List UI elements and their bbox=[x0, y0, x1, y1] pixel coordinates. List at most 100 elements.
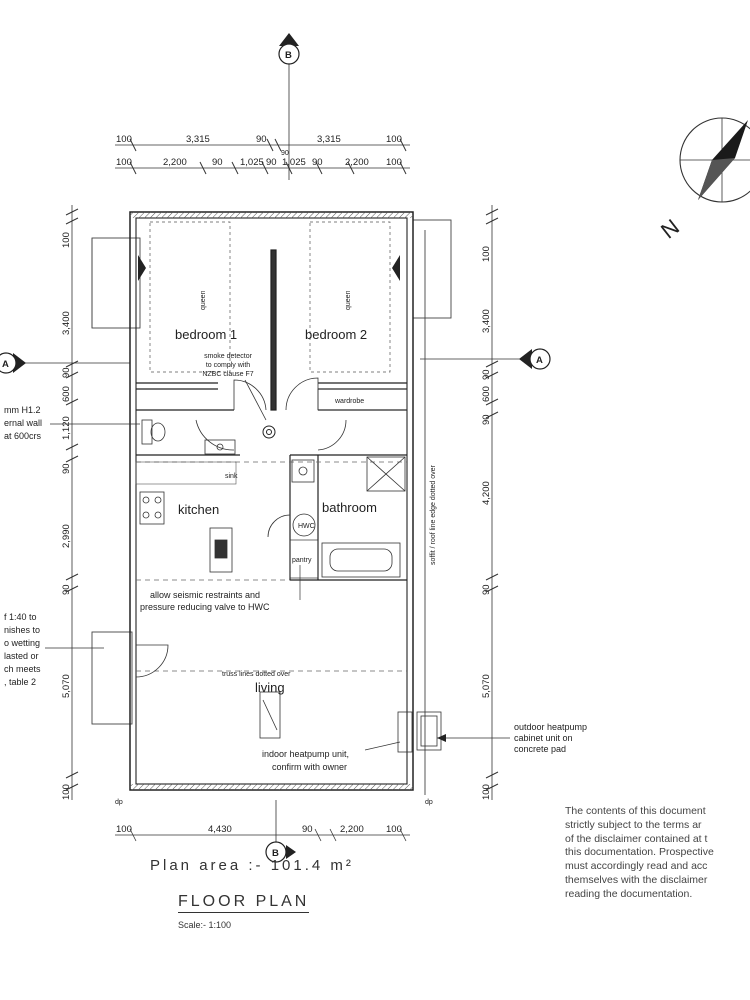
disclaimer-line: reading the documentation. bbox=[565, 887, 693, 900]
floor-fall-note: f 1:40 to nishes to o wetting lasted or … bbox=[4, 612, 104, 687]
dim-label: 100 bbox=[116, 157, 132, 168]
dim-label: 100 bbox=[386, 824, 402, 835]
svg-text:concrete pad: concrete pad bbox=[514, 744, 566, 754]
dim-label: 90 bbox=[266, 157, 277, 168]
kitchen-island bbox=[209, 527, 233, 573]
room-label-bedroom-1: bedroom 1 bbox=[175, 327, 237, 342]
dim-label: 1,025 bbox=[282, 157, 306, 168]
hwc-cylinder bbox=[292, 513, 316, 537]
dim-label: 90 bbox=[212, 157, 223, 168]
dim-label: 2,990 bbox=[61, 524, 72, 548]
dim-label: 3,400 bbox=[481, 309, 492, 333]
pantry bbox=[289, 539, 319, 579]
section-marker-a-right: A bbox=[519, 348, 551, 370]
section-label: B bbox=[272, 848, 279, 859]
interior-walls bbox=[136, 249, 407, 581]
dim-label: 100 bbox=[481, 246, 492, 262]
svg-text:o wetting: o wetting bbox=[4, 638, 40, 648]
svg-text:indoor heatpump unit,: indoor heatpump unit, bbox=[262, 749, 349, 759]
section-label: A bbox=[536, 355, 543, 366]
sink-label: sink bbox=[225, 473, 238, 480]
dim-label: 90 bbox=[61, 463, 72, 474]
dim-label: 100 bbox=[386, 134, 402, 145]
room-label-living: living bbox=[255, 680, 285, 695]
north-arrow-icon: N bbox=[656, 117, 750, 244]
dim-label: 90 bbox=[481, 414, 492, 425]
drawing-scale: Scale:- 1:100 bbox=[178, 920, 232, 930]
bathtub-icon bbox=[321, 542, 401, 578]
disclaimer-line: must accordingly read and acc bbox=[565, 860, 708, 873]
downpipe-label: dp bbox=[115, 799, 123, 806]
window-markers bbox=[138, 255, 400, 281]
svg-text:allow seismic restraints and: allow seismic restraints and bbox=[150, 590, 260, 600]
outdoor-heatpump-unit bbox=[397, 711, 442, 753]
svg-text:f 1:40 to: f 1:40 to bbox=[4, 612, 37, 622]
dim-label: 1,120 bbox=[61, 416, 72, 440]
door-swings bbox=[135, 377, 347, 678]
roof-outline bbox=[91, 219, 452, 795]
bed-label: queen bbox=[200, 290, 207, 310]
dim-label: 4,200 bbox=[481, 481, 492, 505]
svg-text:NZBC clause F7: NZBC clause F7 bbox=[202, 371, 253, 378]
plan-area: Plan area :- 101.4 m² bbox=[150, 857, 354, 874]
dim-label: 90 bbox=[302, 824, 313, 835]
dim-label: 3,315 bbox=[317, 134, 341, 145]
room-label-bathroom: bathroom bbox=[322, 500, 377, 515]
dim-label: 90 bbox=[312, 157, 323, 168]
dim-label: 600 bbox=[61, 386, 72, 402]
disclaimer-line: strictly subject to the terms ar bbox=[565, 818, 702, 831]
indoor-heatpump-icon bbox=[259, 691, 281, 739]
room-label-kitchen: kitchen bbox=[178, 502, 219, 517]
bottom-dims: 100 4,430 90 2,200 100 bbox=[116, 824, 402, 835]
svg-text:ch meets: ch meets bbox=[4, 664, 41, 674]
svg-text:outdoor heatpump: outdoor heatpump bbox=[514, 722, 587, 732]
north-label: N bbox=[656, 214, 684, 243]
dim-label: 5,070 bbox=[61, 674, 72, 698]
svg-text:confirm with owner: confirm with owner bbox=[272, 762, 347, 772]
dim-label: 100 bbox=[386, 157, 402, 168]
dim-label: 90 bbox=[61, 367, 72, 378]
dim-label: 90 bbox=[61, 584, 72, 595]
top-dims-row2: 100 2,200 90 1,025 90 1,025 90 2,200 100 bbox=[116, 157, 402, 168]
bed-outline bbox=[149, 221, 231, 373]
dim-label: 600 bbox=[481, 386, 492, 402]
washbasin-icon bbox=[291, 459, 315, 483]
wall-construction-note: mm H1.2 ernal wall at 600crs bbox=[4, 405, 140, 441]
dim-label: 90 bbox=[256, 134, 267, 145]
hwc-label: HWC bbox=[298, 523, 315, 530]
section-line-a bbox=[10, 358, 530, 364]
dim-label: 3,400 bbox=[61, 311, 72, 335]
dim-label: 2,200 bbox=[340, 824, 364, 835]
disclaimer-text: The contents of this document strictly s… bbox=[565, 805, 750, 902]
svg-text:at 600crs: at 600crs bbox=[4, 431, 42, 441]
bed-label: queen bbox=[345, 290, 352, 310]
dim-label: 100 bbox=[116, 134, 132, 145]
section-marker-b-bottom: B bbox=[265, 841, 296, 863]
pantry-label: pantry bbox=[292, 557, 312, 564]
section-label: A bbox=[2, 359, 9, 370]
disclaimer-line: this documentation. Prospective bbox=[565, 846, 714, 859]
left-dims: 100 3,400 90 600 1,120 90 2,990 90 5,070… bbox=[61, 232, 72, 800]
bed-outline bbox=[309, 221, 391, 373]
bottom-dimension-chain bbox=[115, 828, 410, 842]
dim-label: 90 bbox=[281, 150, 289, 157]
svg-text:smoke detector: smoke detector bbox=[204, 353, 253, 360]
dim-label: 100 bbox=[61, 232, 72, 248]
wardrobe bbox=[317, 388, 408, 411]
svg-text:cabinet unit on: cabinet unit on bbox=[514, 733, 573, 743]
svg-text:lasted or: lasted or bbox=[4, 651, 39, 661]
dim-label: 4,430 bbox=[208, 824, 232, 835]
dim-label: 90 bbox=[481, 584, 492, 595]
stove-icon bbox=[139, 491, 165, 525]
exterior-walls bbox=[129, 211, 414, 791]
svg-text:, table 2: , table 2 bbox=[4, 677, 36, 687]
left-dimension-chain bbox=[65, 205, 79, 800]
vanity-icon bbox=[204, 439, 236, 455]
smoke-detector-icon bbox=[262, 425, 276, 439]
seismic-note: allow seismic restraints and pressure re… bbox=[140, 565, 301, 612]
wardrobe-label: wardrobe bbox=[334, 398, 364, 405]
dim-label: 100 bbox=[116, 824, 132, 835]
dim-label: 90 bbox=[481, 369, 492, 380]
svg-text:pressure reducing valve to HWC: pressure reducing valve to HWC bbox=[140, 602, 270, 612]
